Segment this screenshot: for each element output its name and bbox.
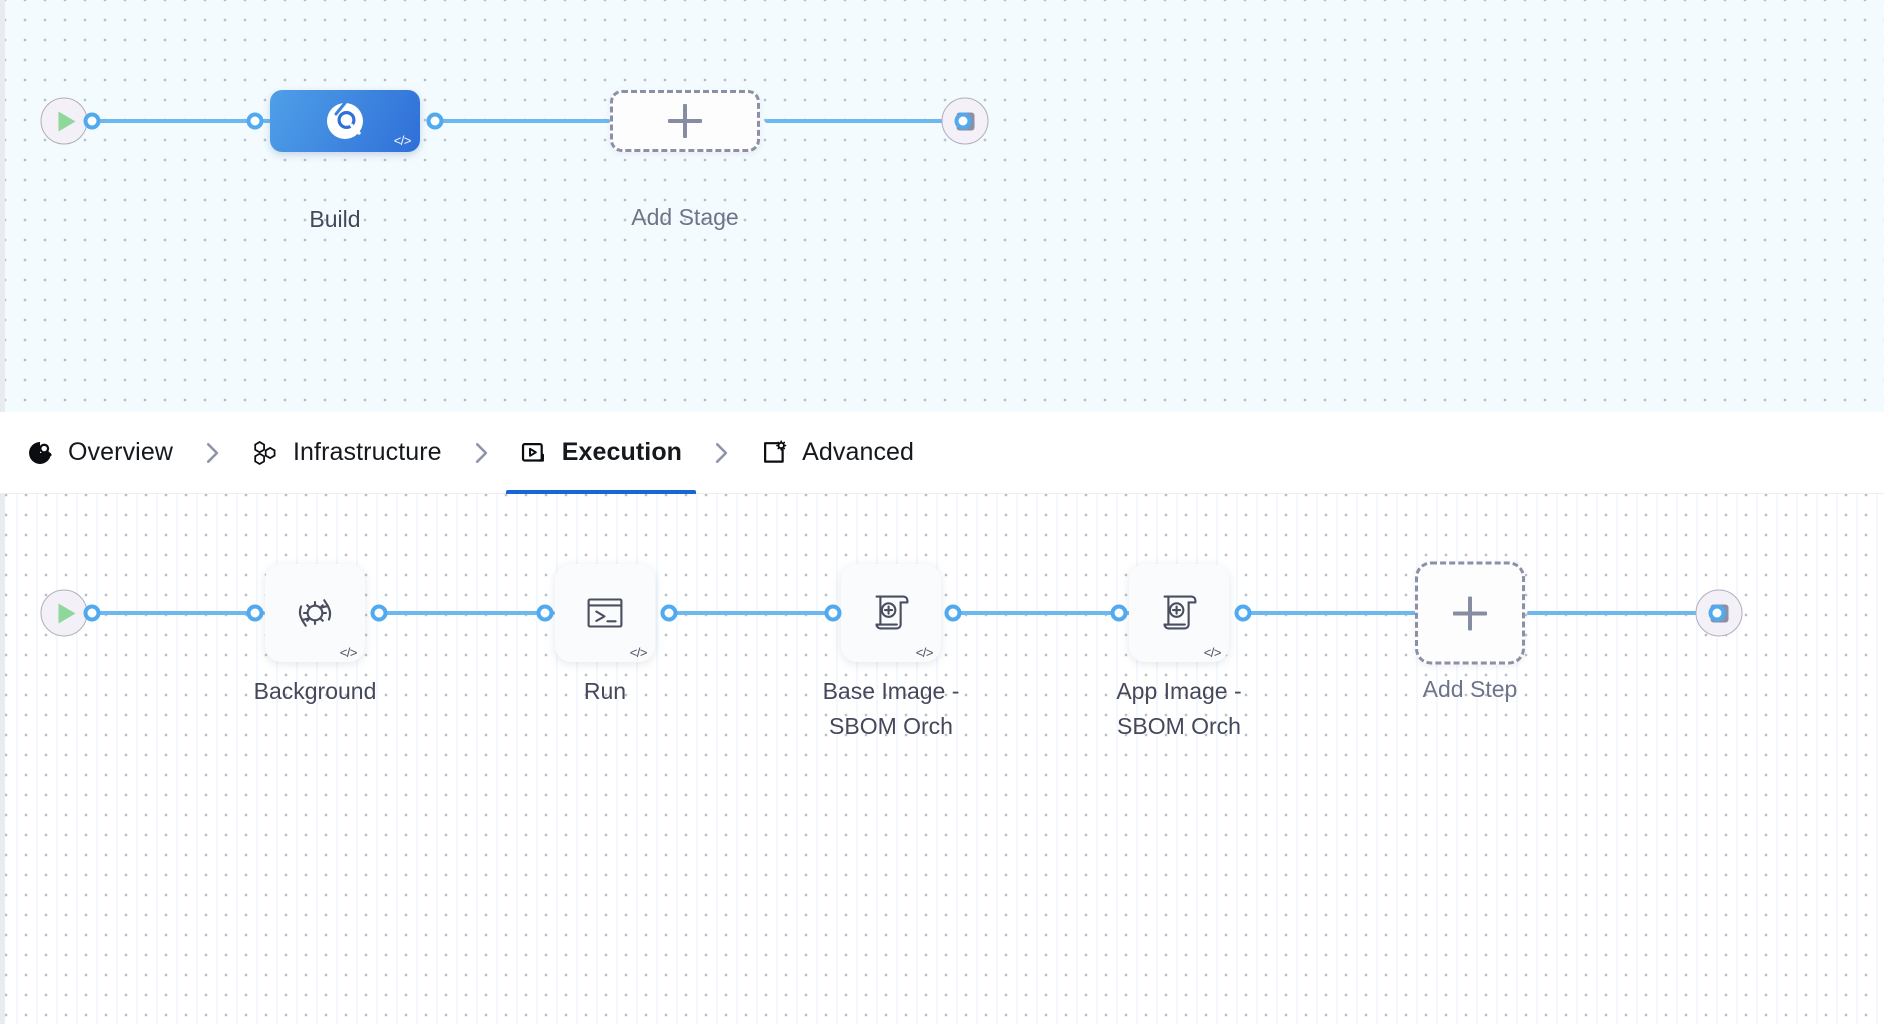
connector-dot-run-out[interactable] bbox=[660, 604, 678, 622]
play-icon bbox=[58, 111, 75, 131]
chevron-right-icon bbox=[715, 442, 728, 463]
add-step-button[interactable] bbox=[1415, 561, 1525, 665]
connector-dot-exec-end-in[interactable] bbox=[1708, 604, 1726, 622]
wire-run-to-baseimage bbox=[665, 611, 845, 615]
code-badge-icon: </> bbox=[393, 133, 412, 148]
connector-dot-appimage-in[interactable] bbox=[1110, 604, 1128, 622]
stage-config-tabs: Overview Infrastructure bbox=[0, 412, 1884, 494]
pipeline-start-node[interactable] bbox=[40, 97, 88, 145]
connector-dot-start-out[interactable] bbox=[83, 112, 101, 130]
tab-separator-2 bbox=[450, 438, 512, 468]
connector-dot-baseimage-in[interactable] bbox=[824, 604, 842, 622]
step-label-app-image-sbom: App Image - SBOM Orch bbox=[1116, 678, 1242, 739]
step-label-run: Run bbox=[583, 678, 627, 704]
terminal-icon bbox=[587, 598, 623, 628]
sbom-scroll-icon bbox=[875, 595, 909, 630]
tab-infrastructure-label: Infrastructure bbox=[293, 438, 442, 466]
step-node-app-image-sbom[interactable]: </> bbox=[1129, 564, 1229, 662]
wire-start-to-build bbox=[85, 119, 355, 123]
step-node-background[interactable]: </> bbox=[265, 564, 365, 662]
step-node-run[interactable]: </> bbox=[555, 564, 655, 662]
tab-overview[interactable]: Overview bbox=[18, 412, 181, 494]
plus-icon bbox=[1453, 596, 1487, 630]
code-badge-icon: </> bbox=[1203, 645, 1222, 660]
wire-build-to-addstage bbox=[430, 119, 610, 123]
tab-separator-1 bbox=[181, 438, 243, 468]
connector-dot-background-in[interactable] bbox=[246, 604, 264, 622]
tab-advanced[interactable]: Advanced bbox=[752, 412, 922, 494]
code-badge-icon: </> bbox=[339, 645, 358, 660]
connector-dot-end-in[interactable] bbox=[954, 112, 972, 130]
add-stage-button[interactable] bbox=[610, 90, 760, 152]
chevron-right-icon bbox=[475, 442, 487, 463]
stage-graph-canvas[interactable]: </> Build Add Stage bbox=[0, 0, 1884, 412]
wire-addstage-to-end bbox=[765, 119, 960, 123]
tab-infrastructure[interactable]: Infrastructure bbox=[243, 412, 450, 494]
add-step-label: Add Step bbox=[1422, 676, 1518, 702]
advanced-gear-icon bbox=[764, 439, 787, 463]
step-label-background: Background bbox=[253, 678, 377, 704]
connector-dot-build-in[interactable] bbox=[246, 112, 264, 130]
tab-execution-label: Execution bbox=[561, 438, 683, 466]
connector-dot-baseimage-out[interactable] bbox=[944, 604, 962, 622]
tab-execution[interactable]: Execution bbox=[505, 412, 697, 494]
execution-start-node[interactable] bbox=[40, 589, 88, 637]
plus-icon bbox=[668, 104, 702, 138]
build-stage-icon bbox=[326, 101, 363, 139]
chevron-right-icon bbox=[206, 442, 219, 463]
wire-background-to-run bbox=[375, 611, 555, 615]
sbom-scroll-icon bbox=[1163, 595, 1197, 630]
connector-dot-exec-start-out[interactable] bbox=[83, 604, 101, 622]
connector-dot-background-out[interactable] bbox=[370, 604, 388, 622]
overview-pie-icon bbox=[29, 441, 52, 464]
tab-advanced-label: Advanced bbox=[802, 438, 915, 466]
step-node-base-image-sbom[interactable]: </> bbox=[841, 564, 941, 662]
hexagon-cluster-icon bbox=[254, 440, 276, 465]
connector-dot-appimage-out[interactable] bbox=[1234, 604, 1252, 622]
wire-appimage-to-addstep bbox=[1241, 611, 1421, 615]
wire-baseimage-to-appimage bbox=[953, 611, 1133, 615]
wire-start-to-background bbox=[85, 611, 265, 615]
connector-dot-run-in[interactable] bbox=[536, 604, 554, 622]
code-badge-icon: </> bbox=[629, 645, 648, 660]
tab-separator-3 bbox=[690, 438, 752, 468]
stage-label-build: Build bbox=[309, 206, 361, 232]
execution-steps-canvas[interactable]: </> Background </> Run bbox=[0, 494, 1884, 1024]
tab-overview-label: Overview bbox=[68, 438, 173, 466]
code-badge-icon: </> bbox=[915, 645, 934, 660]
stage-node-build[interactable]: </> bbox=[270, 90, 420, 152]
wire-addstep-to-end bbox=[1527, 611, 1717, 615]
execution-play-icon bbox=[521, 442, 544, 462]
step-label-base-image-sbom: Base Image - SBOM Orch bbox=[822, 678, 960, 739]
add-stage-label: Add Stage bbox=[631, 204, 739, 230]
play-icon bbox=[58, 603, 75, 623]
gear-refresh-icon bbox=[298, 599, 332, 627]
connector-dot-build-out[interactable] bbox=[426, 112, 444, 130]
